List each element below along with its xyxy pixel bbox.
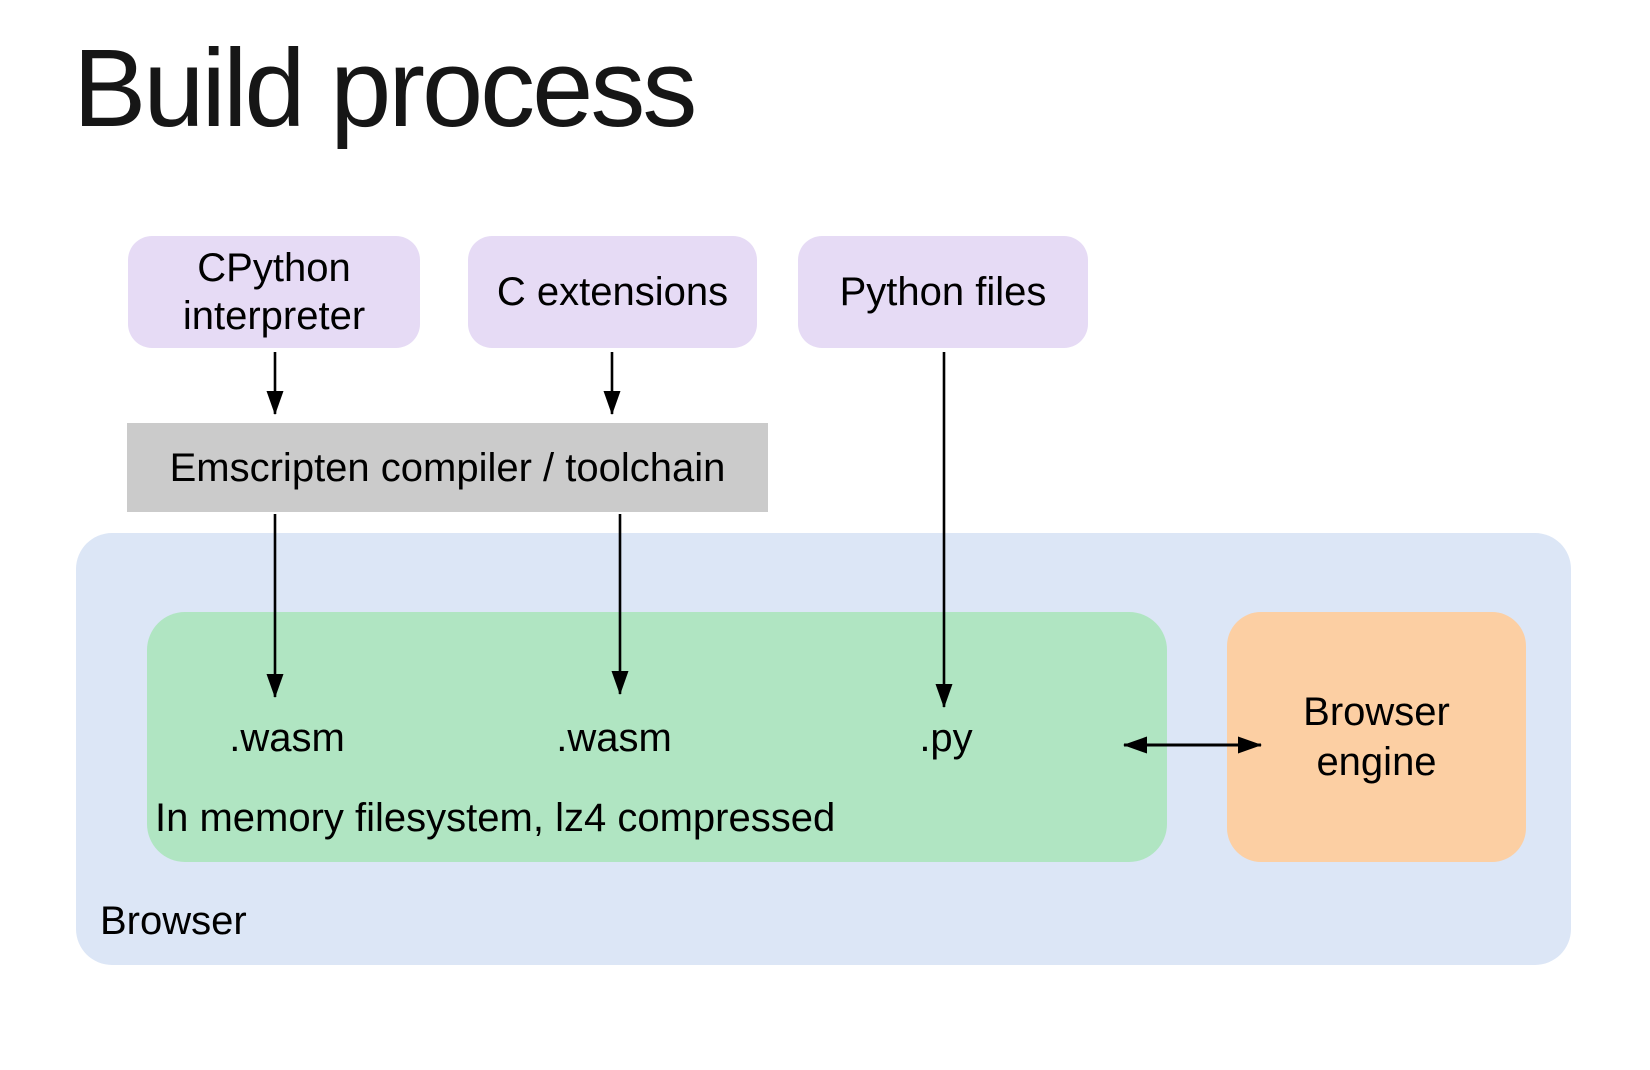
node-c-extensions: C extensions (468, 236, 757, 348)
node-in-memory-filesystem: .wasm .wasm .py In memory filesystem, lz… (147, 612, 1167, 862)
filesystem-item-py: .py (919, 716, 973, 760)
page-title: Build process (73, 27, 697, 150)
node-browser-engine: Browser engine (1227, 612, 1526, 862)
node-browser-engine-line1: Browser (1303, 690, 1450, 734)
filesystem-item-wasm-1: .wasm (229, 716, 345, 760)
node-python-files-label: Python files (839, 270, 1047, 314)
node-cpython-line2: interpreter (182, 294, 366, 338)
filesystem-caption: In memory filesystem, lz4 compressed (155, 796, 836, 840)
filesystem-item-wasm-2: .wasm (556, 716, 672, 760)
node-python-files: Python files (798, 236, 1088, 348)
node-browser: .wasm .wasm .py In memory filesystem, lz… (76, 533, 1571, 965)
browser-label: Browser (100, 899, 247, 943)
node-emscripten-label: Emscripten compiler / toolchain (169, 445, 726, 490)
node-cpython-line1: CPython (197, 246, 351, 290)
node-browser-engine-line2: engine (1316, 740, 1437, 784)
node-emscripten-compiler: Emscripten compiler / toolchain (127, 423, 768, 512)
node-c-extensions-label: C extensions (496, 270, 729, 314)
node-cpython-interpreter: CPython interpreter (128, 236, 420, 348)
